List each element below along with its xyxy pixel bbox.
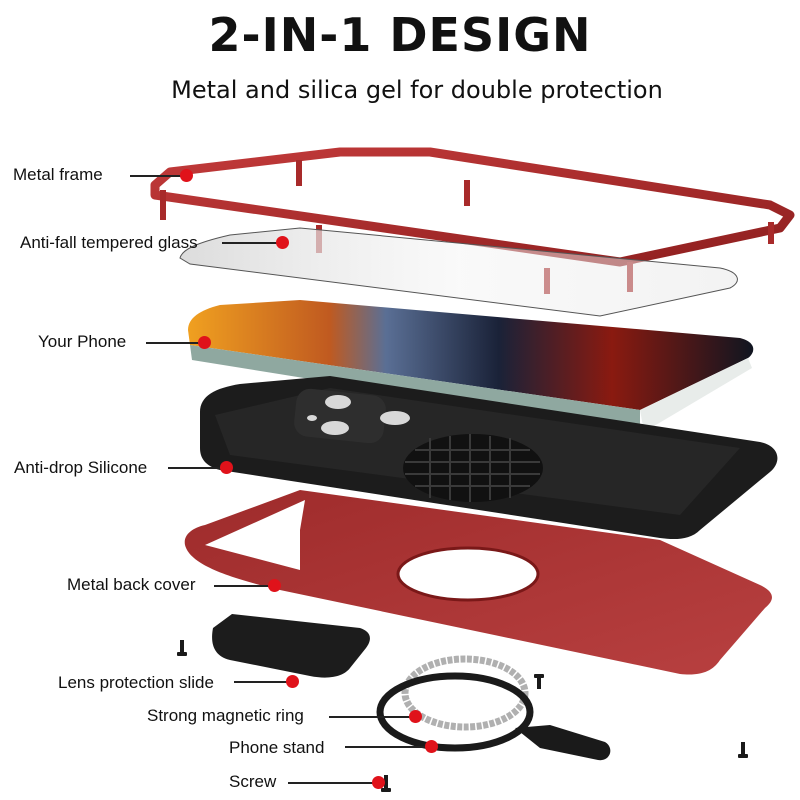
callout-label-anti-drop-silicone: Anti-drop Silicone [14,458,148,477]
callout-leader-line [214,585,270,587]
callout-dot-icon [409,710,422,723]
tempered-glass [179,227,738,317]
callout-leader-line [288,782,375,784]
callout-leader-line [329,716,413,718]
callout-leader-line [222,242,279,244]
callout-label-metal-back-cover: Metal back cover [67,575,196,594]
callout-dot-icon [180,169,193,182]
callout-label-screw: Screw [229,772,277,791]
callout-leader-line [168,467,222,469]
callout-leader-line [130,175,183,177]
headline: 2-IN-1 DESIGN [208,8,592,62]
metal-back-cover [184,490,772,675]
silicone-case [200,376,778,540]
callout-label-anti-fall-tempered-glass: Anti-fall tempered glass [20,233,198,252]
callout-label-metal-frame: Metal frame [13,165,103,184]
callout-dot-icon [220,461,233,474]
callout-dot-icon [198,336,211,349]
callout-label-lens-protection-slide: Lens protection slide [58,673,214,692]
phone-stand [376,672,611,761]
callout-dot-icon [286,675,299,688]
callout-leader-line [345,746,428,748]
callout-label-your-phone: Your Phone [38,332,127,351]
callout-leader-line [234,681,288,683]
callout-dot-icon [268,579,281,592]
screws [177,640,748,792]
callout-leader-line [146,342,201,344]
magnetic-ring [401,655,529,731]
callout-label-strong-magnetic-ring: Strong magnetic ring [147,706,304,725]
subheadline: Metal and silica gel for double protecti… [171,76,663,104]
callout-dot-icon [425,740,438,753]
lens-slide [212,614,370,678]
callout-dot-icon [372,776,385,789]
callout-dot-icon [276,236,289,249]
callout-label-phone-stand: Phone stand [229,738,325,757]
